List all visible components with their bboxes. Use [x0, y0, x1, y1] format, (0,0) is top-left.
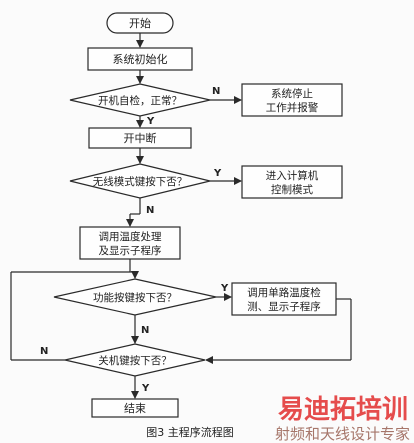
stop-label-line2: 工作并报警	[266, 101, 319, 114]
wireless-n: N	[146, 205, 154, 216]
shutdown-y: Y	[141, 383, 150, 394]
end-process	[91, 398, 179, 418]
wireless-label: 无线模式键按下否？	[93, 175, 188, 188]
single-label-line1: 调用单路温度检	[247, 286, 321, 299]
stop-process	[241, 83, 343, 117]
stop-label-line1: 系统停止	[271, 87, 313, 100]
self-check-y: Y	[146, 116, 155, 127]
function-y: Y	[220, 283, 229, 294]
watermark-tagline: 射频和天线设计专家	[275, 425, 410, 443]
pc-label-line1: 进入计算机	[266, 169, 319, 182]
init-label: 系统初始化	[113, 52, 168, 66]
function-n: N	[141, 325, 149, 336]
self-check-label: 开机自检，正常？	[98, 94, 182, 107]
single-label-line2: 测、显示子程序	[247, 300, 321, 313]
temp-label-line2: 及显示子程序	[99, 244, 162, 257]
temp-label-line1: 调用温度处理	[99, 230, 162, 243]
interrupt-label: 开中断	[124, 131, 157, 145]
function-key-label: 功能按键按下否？	[93, 291, 177, 304]
start-label: 开始	[129, 16, 151, 30]
shutdown-label: 关机键按下否？	[98, 354, 172, 367]
temperature-process	[79, 226, 181, 260]
pc-mode-process	[241, 165, 343, 199]
pc-label-line2: 控制模式	[271, 183, 313, 196]
end-label: 结束	[124, 402, 146, 415]
self-check-n: N	[212, 86, 220, 97]
wireless-y: Y	[213, 168, 222, 179]
watermark-logo: 易迪拓培训	[278, 395, 408, 425]
figure-caption: 图3 主程序流程图	[146, 425, 234, 439]
shutdown-n: N	[40, 346, 48, 357]
